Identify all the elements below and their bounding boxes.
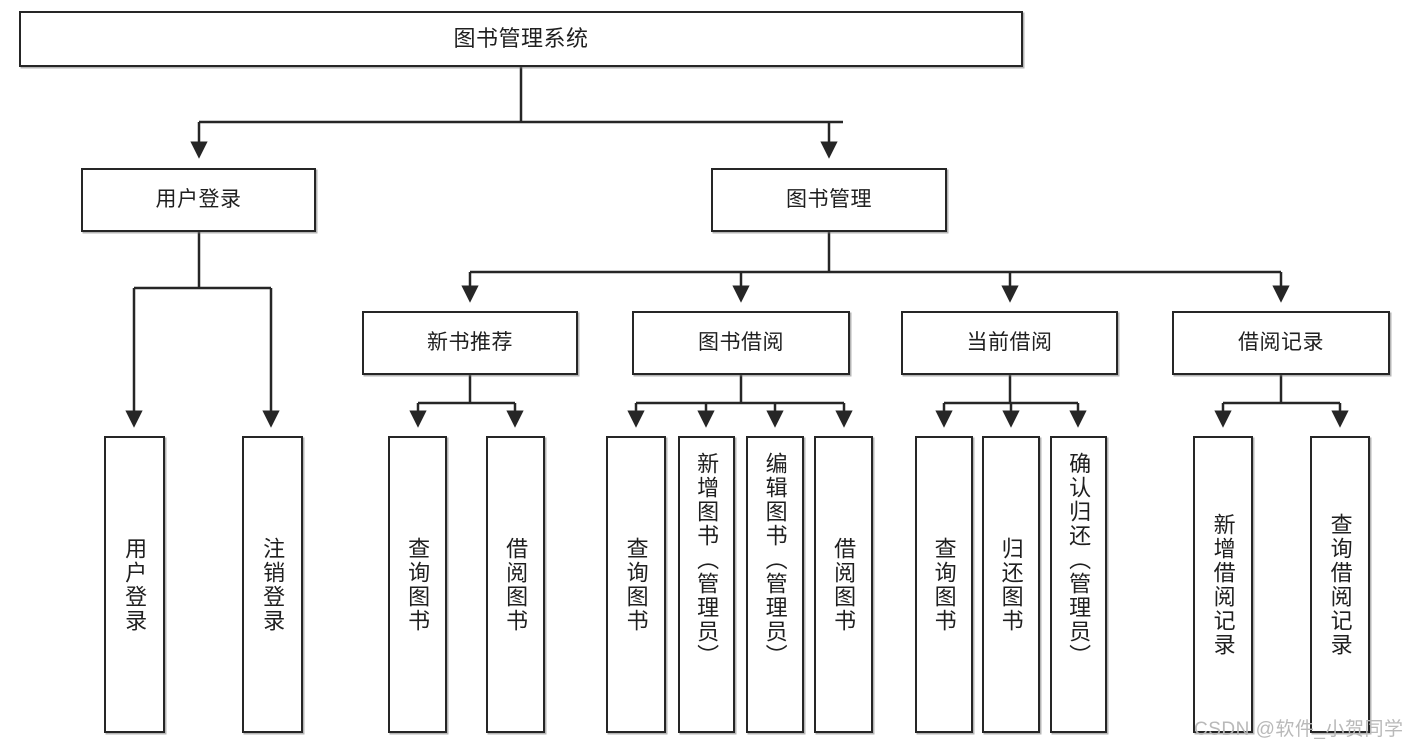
node-label: 查询图书 xyxy=(623,536,649,633)
node-borrow-record[interactable]: 借阅记录 xyxy=(1172,311,1390,375)
node-label: 用户登录 xyxy=(122,536,148,633)
node-label: 查询图书 xyxy=(405,536,431,633)
node-label: 用户登录 xyxy=(155,187,242,211)
leaf-book-borrow-query-book[interactable]: 查询图书 xyxy=(606,436,666,733)
node-label: 借阅记录 xyxy=(1238,330,1324,354)
node-current-borrow[interactable]: 当前借阅 xyxy=(901,311,1118,375)
node-label: 图书管理 xyxy=(786,187,872,211)
node-label: 查询借阅记录 xyxy=(1327,512,1353,657)
node-label: 借阅图书 xyxy=(503,536,529,633)
leaf-borrow-record-add-record[interactable]: 新增借阅记录 xyxy=(1193,436,1253,733)
leaf-user-login-login[interactable]: 用户登录 xyxy=(104,436,165,733)
leaf-user-login-logout[interactable]: 注销登录 xyxy=(242,436,303,733)
node-book-management[interactable]: 图书管理 xyxy=(711,168,947,232)
node-label: 图书管理系统 xyxy=(453,26,589,52)
leaf-book-borrow-edit-book-admin[interactable]: 编辑图书（管理员） xyxy=(746,436,804,733)
node-label: 查询图书 xyxy=(931,536,957,633)
leaf-current-borrow-return-book[interactable]: 归还图书 xyxy=(982,436,1040,733)
node-book-borrow[interactable]: 图书借阅 xyxy=(632,311,850,375)
csdn-watermark: CSDN @软件_小贺同学 xyxy=(1194,719,1404,740)
node-label: 归还图书 xyxy=(998,536,1024,633)
node-label: 借阅图书 xyxy=(831,536,857,633)
node-label: 图书借阅 xyxy=(698,330,784,354)
leaf-book-borrow-add-book-admin[interactable]: 新增图书（管理员） xyxy=(678,436,735,733)
node-label: 当前借阅 xyxy=(966,330,1053,354)
node-new-book-recommend[interactable]: 新书推荐 xyxy=(362,311,578,375)
leaf-current-borrow-query-book[interactable]: 查询图书 xyxy=(915,436,973,733)
leaf-book-borrow-borrow-book[interactable]: 借阅图书 xyxy=(814,436,873,733)
node-label: 新增借阅记录 xyxy=(1210,512,1236,657)
leaf-current-borrow-confirm-return-admin[interactable]: 确认归还（管理员） xyxy=(1050,436,1107,733)
leaf-new-book-query-book[interactable]: 查询图书 xyxy=(388,436,447,733)
leaf-borrow-record-query-record[interactable]: 查询借阅记录 xyxy=(1310,436,1370,733)
node-label: 确认归还（管理员） xyxy=(1066,452,1092,668)
leaf-new-book-borrow-book[interactable]: 借阅图书 xyxy=(486,436,545,733)
node-label: 新增图书（管理员） xyxy=(694,452,720,668)
node-label: 新书推荐 xyxy=(427,330,513,354)
node-label: 注销登录 xyxy=(260,536,286,633)
node-label: 编辑图书（管理员） xyxy=(762,452,788,668)
node-root-book-management-system[interactable]: 图书管理系统 xyxy=(19,11,1023,67)
node-user-login[interactable]: 用户登录 xyxy=(81,168,316,232)
